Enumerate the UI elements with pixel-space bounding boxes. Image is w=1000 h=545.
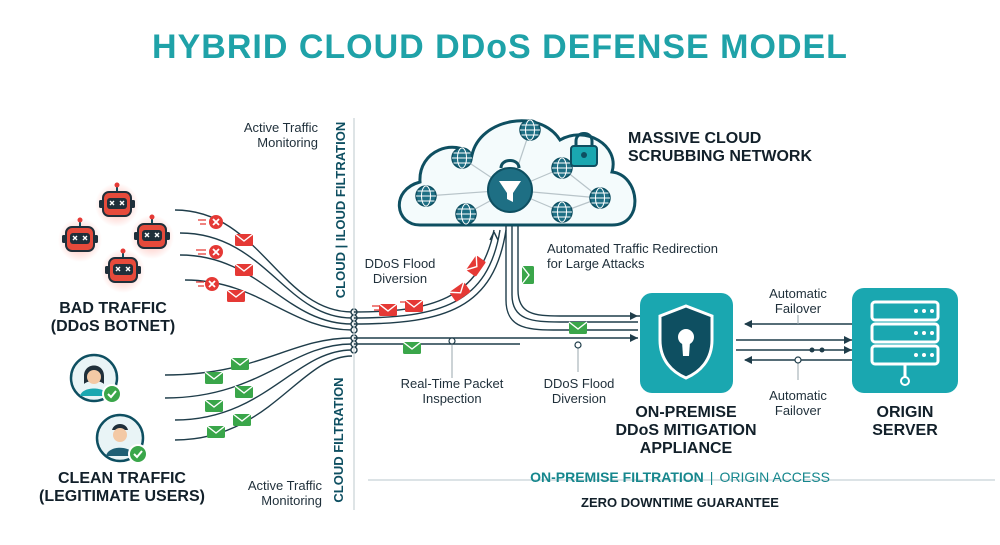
active-top-line2: Monitoring xyxy=(257,135,318,150)
globe-icon xyxy=(415,185,437,207)
active-monitoring-bottom-label: Active Traffic Monitoring xyxy=(200,478,322,508)
robot-icon xyxy=(94,181,140,228)
on-premise-filtration-text: ON-PREMISE FILTRATION xyxy=(530,469,704,485)
clean-traffic-line1: CLEAN TRAFFIC xyxy=(58,470,186,487)
flood-left-line2: Diversion xyxy=(372,271,428,286)
shield-lock-icon xyxy=(640,293,733,393)
redirection-label: Automated Traffic Redirection for Large … xyxy=(547,241,747,271)
blocked-x-icon xyxy=(208,244,224,260)
failover-bottom-label: Automatic Failover xyxy=(758,388,838,418)
active-bottom-line2: Monitoring xyxy=(261,493,322,508)
clean-traffic-label: CLEAN TRAFFIC (LEGITIMATE USERS) xyxy=(22,470,222,506)
origin-label: ORIGIN SERVER xyxy=(850,404,960,440)
envelope-icon xyxy=(234,263,254,277)
rtpi-line2: Inspection xyxy=(422,391,482,406)
failover-bottom-line2: Failover xyxy=(774,403,822,418)
funnel-icon xyxy=(487,159,533,213)
origin-access-text: ORIGIN ACCESS xyxy=(719,469,830,485)
envelope-icon xyxy=(404,299,424,313)
clean-traffic-line2: (LEGITIMATE USERS) xyxy=(39,488,205,505)
bad-traffic-label: BAD TRAFFIC (DDoS BOTNET) xyxy=(28,300,198,336)
redirect-line2: for Large Attacks xyxy=(547,256,645,271)
globe-icon xyxy=(551,201,573,223)
failover-lines xyxy=(736,323,852,361)
envelope-icon xyxy=(230,357,250,371)
flood-right-line1: DDoS Flood xyxy=(543,376,615,391)
flood-diversion-left-label: DDoS Flood Diversion xyxy=(360,256,440,286)
bad-traffic-line2: (DDoS BOTNET) xyxy=(50,318,176,335)
envelope-icon xyxy=(402,341,422,355)
envelope-icon xyxy=(234,233,254,247)
user-icon xyxy=(69,353,122,404)
bad-traffic-line1: BAD TRAFFIC xyxy=(59,300,167,317)
flood-diversion-right-label: DDoS Flood Diversion xyxy=(535,376,623,406)
globe-icon xyxy=(451,147,473,169)
padlock-icon xyxy=(570,132,598,167)
page-title: HYBRID CLOUD DDoS DEFENSE MODEL xyxy=(152,28,848,66)
cloud-filtration-vertical-bottom: CLOUD FILTRATION xyxy=(331,377,346,503)
cloud-filtration-vertical-top: CLOUD | ILOUD FILTRATION xyxy=(333,121,348,299)
appliance-line1: ON-PREMISE xyxy=(635,404,737,421)
bottom-filtration-row: ON-PREMISE FILTRATION | ORIGIN ACCESS xyxy=(470,470,890,485)
redirection-lines xyxy=(505,226,640,331)
failover-top-label: Automatic Failover xyxy=(758,286,838,316)
envelope-icon xyxy=(234,385,254,399)
blocked-x-icon xyxy=(208,214,224,230)
origin-line1: ORIGIN xyxy=(876,404,934,421)
failover-top-line2: Failover xyxy=(774,301,822,316)
envelope-icon xyxy=(378,303,398,317)
user-icon xyxy=(95,413,148,464)
zero-downtime-text: ZERO DOWNTIME GUARANTEE xyxy=(581,495,779,510)
flood-right-line2: Diversion xyxy=(551,391,607,406)
envelope-icon xyxy=(204,371,224,385)
envelope-icon xyxy=(568,321,588,335)
envelope-icon xyxy=(232,413,252,427)
globe-icon xyxy=(551,157,573,179)
envelope-icon xyxy=(204,399,224,413)
active-monitoring-top-label: Active Traffic Monitoring xyxy=(200,120,318,150)
origin-line2: SERVER xyxy=(872,422,938,439)
active-bottom-line1: Active Traffic xyxy=(247,478,322,493)
robot-icon xyxy=(129,213,175,260)
appliance-label: ON-PREMISE DDoS MITIGATION APPLIANCE xyxy=(606,404,766,458)
server-icon xyxy=(852,288,958,393)
cloud-title: MASSIVE CLOUD SCRUBBING NETWORK xyxy=(628,130,848,166)
envelope-icon xyxy=(448,281,472,303)
appliance-line2: DDoS MITIGATION xyxy=(615,422,757,439)
clean-traffic-lines xyxy=(164,337,353,441)
globe-icon xyxy=(455,203,477,225)
envelope-icon xyxy=(465,254,487,278)
envelope-icon xyxy=(521,265,535,285)
failover-bottom-line1: Automatic xyxy=(769,388,827,403)
flood-left-line1: DDoS Flood xyxy=(364,256,436,271)
bottom-separator: | xyxy=(709,469,714,485)
clean-path-lines xyxy=(354,337,638,345)
cloud-title-line1: MASSIVE CLOUD xyxy=(628,130,762,147)
redirect-line1: Automated Traffic Redirection xyxy=(547,241,719,256)
bad-traffic-lines xyxy=(174,209,353,331)
envelope-icon xyxy=(206,425,226,439)
cloud-title-line2: SCRUBBING NETWORK xyxy=(628,148,812,165)
envelope-icon xyxy=(226,289,246,303)
appliance-line3: APPLIANCE xyxy=(639,440,733,457)
globe-icon xyxy=(519,119,541,141)
rtpi-line1: Real-Time Packet xyxy=(400,376,504,391)
active-top-line1: Active Traffic xyxy=(243,120,318,135)
robot-icon xyxy=(57,216,103,263)
robot-icon xyxy=(100,247,146,294)
failover-top-line1: Automatic xyxy=(769,286,827,301)
blocked-x-icon xyxy=(204,276,220,292)
packet-inspection-label: Real-Time Packet Inspection xyxy=(392,376,512,406)
globe-icon xyxy=(589,187,611,209)
